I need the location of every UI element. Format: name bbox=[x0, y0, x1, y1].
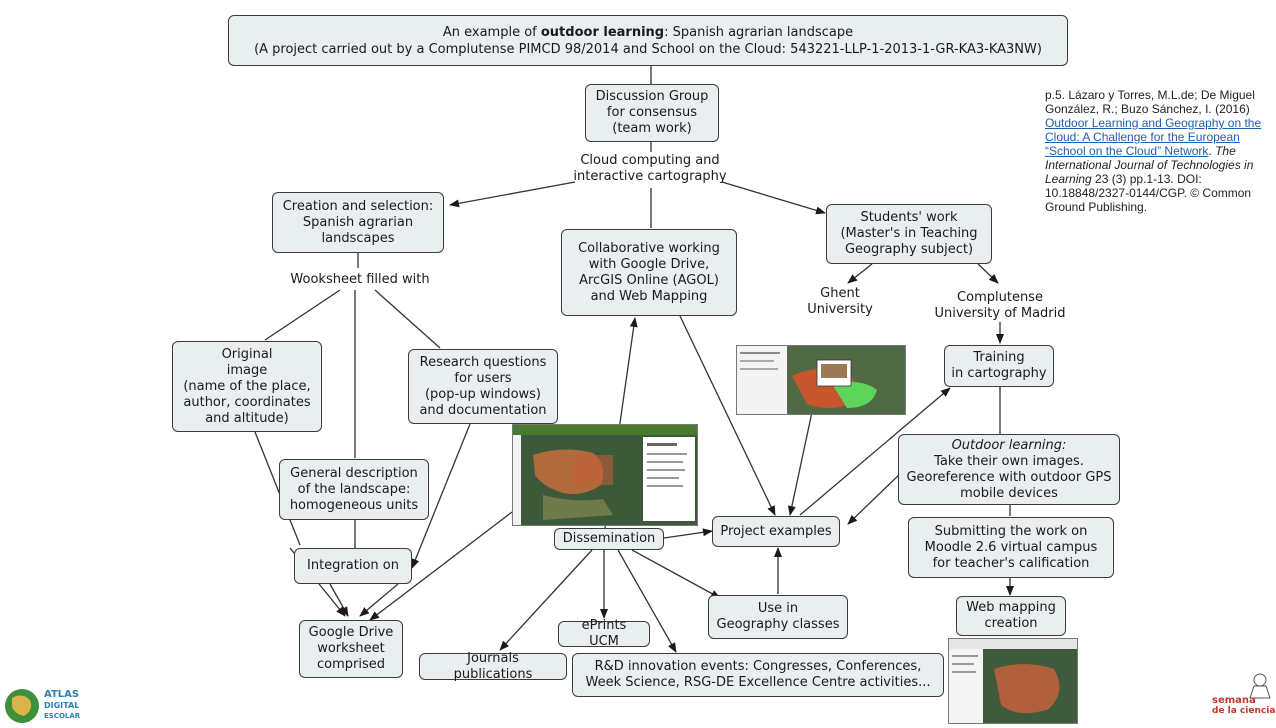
node-dissemination: Dissemination bbox=[554, 528, 664, 550]
citation-mid: . bbox=[1208, 144, 1216, 158]
logo-left-line-3: ESCOLAR bbox=[44, 712, 81, 720]
outdoor-learning-heading: Outdoor learning: bbox=[951, 437, 1067, 453]
node-creation-text: Creation and selection: Spanish agrarian… bbox=[282, 198, 434, 246]
logo-right-line-2: de la ciencia bbox=[1212, 706, 1275, 716]
title-line-1: An example of outdoor learning: Spanish … bbox=[443, 24, 853, 41]
node-use-text: Use in Geography classes bbox=[716, 601, 840, 632]
semana-de-la-ciencia-logo: semana de la ciencia bbox=[1210, 668, 1276, 724]
atlas-globe-icon: ATLAS DIGITAL ESCOLAR bbox=[5, 689, 81, 723]
node-rd-text: R&D innovation events: Congresses, Confe… bbox=[585, 659, 931, 690]
atlas-digital-escolar-logo: ATLAS DIGITAL ESCOLAR bbox=[0, 684, 110, 724]
node-general-text: General description of the landscape: ho… bbox=[289, 465, 419, 513]
logo-right-line-1: semana bbox=[1212, 695, 1256, 706]
citation-text: p.5. Lázaro y Torres, M.L.de; De Miguel … bbox=[1045, 88, 1273, 214]
title-bold: outdoor learning bbox=[540, 24, 665, 40]
node-original-text: Original image (name of the place, autho… bbox=[183, 346, 311, 426]
title-line-2: (A project carried out by a Complutense … bbox=[254, 41, 1042, 57]
node-journals-publications: Journals publications bbox=[419, 650, 567, 682]
node-creation-selection: Creation and selection: Spanish agrarian… bbox=[272, 192, 444, 253]
logo-left-line-1: ATLAS bbox=[44, 689, 79, 700]
web-mapping-screenshot bbox=[948, 638, 1078, 724]
label-ghent-university: Ghent University bbox=[807, 286, 873, 317]
node-training-text: Training in cartography bbox=[951, 350, 1047, 381]
citation-link[interactable]: Outdoor Learning and Geography on the Cl… bbox=[1045, 116, 1262, 158]
node-journals-text: Journals publications bbox=[453, 650, 533, 682]
agol-map-screenshot bbox=[512, 424, 698, 526]
node-students-work: Students' work (Master's in Teaching Geo… bbox=[826, 204, 992, 264]
node-project-text: Project examples bbox=[720, 523, 832, 539]
node-submitting-work: Submitting the work on Moodle 2.6 virtua… bbox=[908, 517, 1114, 578]
node-outdoor-text: Take their own images. Georeference with… bbox=[906, 453, 1112, 501]
node-integration-on: Integration on bbox=[294, 548, 412, 584]
node-discussion-text: Discussion Group for consensus (team wor… bbox=[595, 89, 709, 136]
ghent-map-screenshot bbox=[736, 345, 906, 415]
node-discussion-group: Discussion Group for consensus (team wor… bbox=[585, 84, 719, 142]
title-pre: An example of bbox=[442, 24, 541, 40]
citation-post: 23 (3) pp.1-13. DOI: 10.18848/2327-0144/… bbox=[1045, 172, 1252, 214]
node-google-text: Google Drive worksheet comprised bbox=[308, 625, 394, 672]
node-rd-innovation-events: R&D innovation events: Congresses, Confe… bbox=[572, 653, 944, 697]
node-original-image: Original image (name of the place, autho… bbox=[172, 341, 322, 432]
node-project-examples: Project examples bbox=[712, 516, 840, 547]
node-training-cartography: Training in cartography bbox=[944, 345, 1054, 387]
node-research-text: Research questions for users (pop-up win… bbox=[419, 354, 547, 418]
ghent-map-image bbox=[737, 346, 905, 414]
diagram-title: An example of outdoor learning: Spanish … bbox=[228, 15, 1068, 66]
label-cloud-computing: Cloud computing and interactive cartogra… bbox=[573, 153, 727, 184]
node-use-in-geography: Use in Geography classes bbox=[708, 595, 848, 639]
citation-pre: p.5. Lázaro y Torres, M.L.de; De Miguel … bbox=[1045, 88, 1255, 116]
semana-figure-icon: semana de la ciencia bbox=[1212, 673, 1275, 716]
node-submitting-text: Submitting the work on Moodle 2.6 virtua… bbox=[924, 523, 1098, 571]
node-web-mapping-creation: Web mapping creation bbox=[956, 596, 1066, 636]
node-collaborative-working: Collaborative working with Google Drive,… bbox=[561, 229, 737, 316]
title-post: : Spanish agrarian landscape bbox=[664, 24, 854, 40]
node-webmapping-text: Web mapping creation bbox=[966, 600, 1056, 631]
label-complutense-university: Complutense University of Madrid bbox=[934, 290, 1066, 321]
label-worksheet: Wooksheet filled with bbox=[290, 272, 430, 287]
node-eprints-ucm: ePrints UCM bbox=[558, 618, 650, 649]
web-mapping-image bbox=[949, 639, 1077, 723]
logo-left-line-2: DIGITAL bbox=[44, 701, 79, 710]
citation-journal: The International Journal of Technologie… bbox=[1045, 144, 1254, 186]
node-dissemination-text: Dissemination bbox=[562, 531, 656, 546]
node-outdoor-learning: Outdoor learning: Take their own images.… bbox=[898, 434, 1120, 505]
node-integration-text: Integration on bbox=[307, 558, 399, 573]
agol-map-image bbox=[513, 425, 697, 525]
node-google-drive-worksheet: Google Drive worksheet comprised bbox=[299, 620, 403, 678]
node-students-text: Students' work (Master's in Teaching Geo… bbox=[840, 210, 978, 257]
node-collab-text: Collaborative working with Google Drive,… bbox=[578, 240, 720, 304]
node-general-description: General description of the landscape: ho… bbox=[279, 459, 429, 520]
node-research-questions: Research questions for users (pop-up win… bbox=[408, 349, 558, 424]
node-eprints-text: ePrints UCM bbox=[581, 618, 627, 649]
